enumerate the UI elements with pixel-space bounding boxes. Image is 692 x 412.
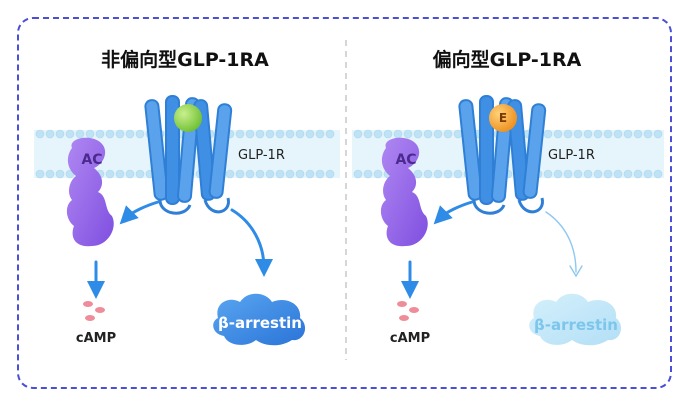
arrow-icon — [545, 211, 577, 273]
receptor-label: GLP-1R — [548, 148, 595, 163]
panel-title: 非偏向型GLP-1RA — [101, 48, 269, 71]
camp-dots-icon — [397, 301, 419, 321]
panel-biased: 偏向型GLP-1RA E GLP-1R AC — [352, 48, 664, 346]
arrow-icon — [119, 200, 160, 225]
receptor-label: GLP-1R — [238, 148, 285, 163]
panel-nonbiased: 非偏向型GLP-1RA GLP-1R — [34, 48, 340, 346]
beta-arrestin-icon — [213, 293, 306, 346]
arrow-head-icon — [569, 265, 583, 278]
ligand-label: E — [499, 111, 507, 125]
ac-enzyme-icon — [380, 137, 428, 247]
beta-arrestin-label: β-arrestin — [218, 314, 302, 332]
receptor-helices-icon — [144, 95, 233, 215]
beta-arrestin-label: β-arrestin — [534, 316, 618, 334]
camp-label: cAMP — [76, 331, 116, 346]
arrow-icon — [433, 200, 474, 225]
ligand-ball-icon — [174, 104, 202, 132]
beta-arrestin-icon — [529, 293, 622, 346]
panel-title: 偏向型GLP-1RA — [433, 48, 582, 71]
ligand-ball-icon — [489, 104, 517, 132]
ac-enzyme-icon — [66, 137, 114, 247]
ac-label: AC — [81, 152, 102, 168]
camp-dots-icon — [83, 301, 105, 321]
ac-label: AC — [395, 152, 416, 168]
camp-label: cAMP — [390, 331, 430, 346]
arrow-icon — [230, 208, 273, 277]
